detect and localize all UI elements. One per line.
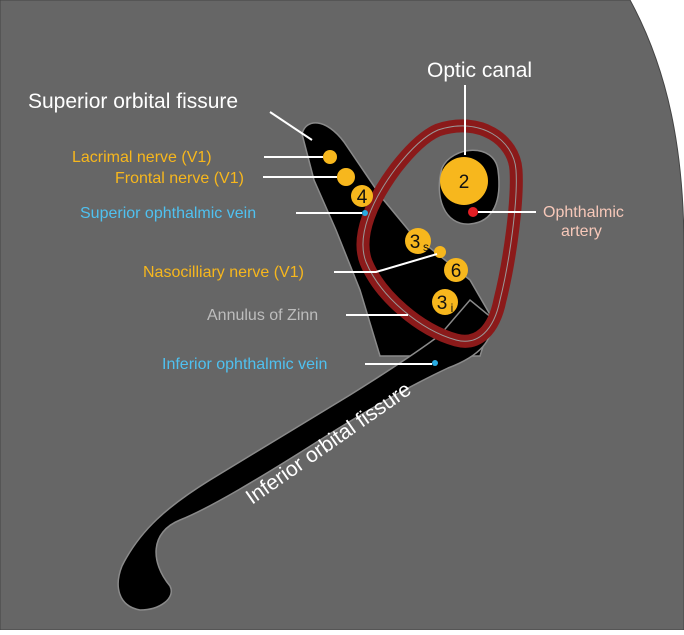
oculomotor-superior-subscript: s <box>423 240 429 254</box>
label-lacrimal-nerve: Lacrimal nerve (V1) <box>72 149 212 166</box>
trochlear-nerve-number: 4 <box>357 187 368 208</box>
title-optic-canal: Optic canal <box>427 59 532 82</box>
ophthalmic-artery-dot <box>468 207 478 217</box>
frontal-nerve-dot <box>337 168 355 186</box>
oculomotor-inferior-subscript: i <box>451 301 454 315</box>
label-nasociliary-nerve: Nasocilliary nerve (V1) <box>143 264 304 281</box>
annulus-outer-edge <box>362 125 517 342</box>
optic-nerve-dot <box>440 157 488 205</box>
label-annulus-of-zinn: Annulus of Zinn <box>207 307 318 324</box>
label-ophthalmic-artery-line1: Ophthalmic <box>543 204 624 221</box>
leader-nasociliary <box>334 253 438 273</box>
label-inferior-ophthalmic-vein: Inferior ophthalmic vein <box>162 356 327 373</box>
inferior-ophthalmic-vein-dot <box>432 360 438 366</box>
lacrimal-nerve-dot <box>323 150 337 164</box>
inferior-orbital-fissure-shape <box>117 298 493 611</box>
trochlear-nerve-dot <box>351 185 373 207</box>
title-superior-orbital-fissure: Superior orbital fissure <box>28 90 238 113</box>
abducens-nerve-dot <box>444 258 468 282</box>
nasociliary-nerve-dot <box>434 246 446 258</box>
label-superior-ophthalmic-vein: Superior ophthalmic vein <box>80 205 256 222</box>
label-ophthalmic-artery-line2: artery <box>561 223 602 240</box>
oculomotor-inferior-number: 3 <box>437 293 448 314</box>
abducens-nerve-number: 6 <box>451 261 462 282</box>
leader-superior-orbital-fissure <box>269 111 313 141</box>
superior-ophthalmic-vein-dot <box>362 210 368 216</box>
label-frontal-nerve: Frontal nerve (V1) <box>115 170 244 187</box>
oculomotor-superior-dot <box>405 228 431 254</box>
optic-nerve-number: 2 <box>459 172 470 193</box>
oculomotor-inferior-dot <box>432 289 458 315</box>
oculomotor-superior-number: 3 <box>410 232 421 253</box>
